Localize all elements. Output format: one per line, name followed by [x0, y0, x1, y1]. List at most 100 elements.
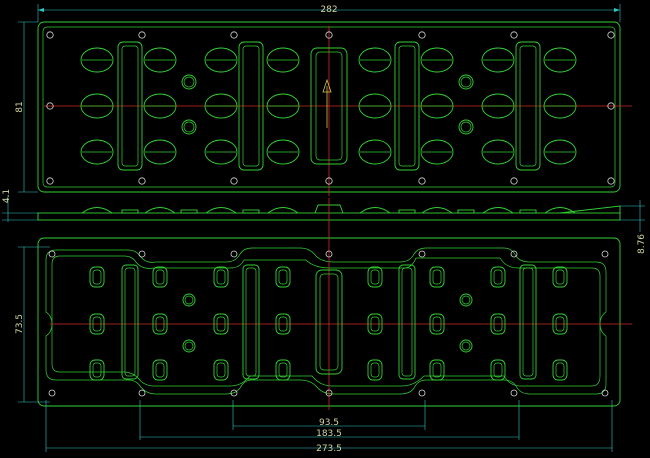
mounting-hole [418, 31, 426, 39]
lens-oval [143, 93, 177, 119]
center-slot [310, 47, 348, 165]
lens-pocket-inner [493, 316, 503, 332]
mounting-hole [46, 31, 54, 39]
center-slot [315, 269, 343, 375]
dim-bottom-inner-label: 93.5 [319, 418, 339, 428]
dim-bottom-width: 273.5 [45, 400, 613, 454]
dim-bottom-mid: 183.5 [139, 400, 520, 440]
slot-profile [180, 209, 198, 214]
slot-profile [121, 209, 139, 214]
lens-pocket-inner [370, 316, 380, 332]
lens-oval [80, 47, 114, 73]
lens-pocket [213, 266, 229, 288]
dim-bottom-width-label: 273.5 [316, 444, 342, 454]
lens-pocket-inner [155, 269, 165, 285]
lens-oval [543, 139, 577, 165]
lens-pocket [429, 359, 445, 381]
mounting-hole [510, 250, 518, 258]
mounting-hole [325, 177, 333, 185]
lens-pocket-inner [92, 316, 102, 332]
lens-pocket-inner [216, 316, 226, 332]
lens-pocket [367, 359, 383, 381]
dim-bottom-inner: 93.5 [232, 400, 426, 430]
dim-bottom-height: 73.5 [15, 246, 50, 403]
mounting-hole [230, 250, 238, 258]
lens-pocket-inner [432, 269, 442, 285]
lens-pocket [152, 266, 168, 288]
slot [398, 264, 416, 380]
lens-pocket-inner [555, 362, 565, 378]
lens-oval [80, 93, 114, 119]
lens-pocket [490, 359, 506, 381]
lens-profile [482, 207, 514, 214]
slot-inner [121, 45, 139, 167]
lens-profile [205, 207, 237, 214]
lens-pocket-inner [92, 269, 102, 285]
lens-pocket-inner [432, 362, 442, 378]
lens-oval [420, 139, 454, 165]
lens-pocket-inner [493, 362, 503, 378]
mounting-hole [230, 177, 238, 185]
mounting-hole [46, 102, 54, 110]
lens-oval [358, 139, 392, 165]
slot [515, 41, 541, 171]
lens-oval [543, 93, 577, 119]
mounting-hole [138, 177, 146, 185]
lens-profile [81, 207, 113, 214]
lens-oval [80, 139, 114, 165]
dim-bottom-mid-label: 183.5 [316, 429, 342, 439]
mounting-hole [46, 177, 54, 185]
lens-oval [420, 93, 454, 119]
dim-bottom-height-label: 73.5 [15, 314, 25, 334]
lens-pocket-inner [278, 269, 288, 285]
lens-pocket-inner [216, 362, 226, 378]
lens-pocket-inner [432, 316, 442, 332]
lens-pocket [275, 313, 291, 335]
lens-pocket [490, 313, 506, 335]
lens-pocket-inner [92, 362, 102, 378]
lens-oval [266, 93, 300, 119]
mounting-hole [138, 250, 146, 258]
lens-pocket [89, 359, 105, 381]
side-view: 4.1 8.76 [2, 189, 647, 254]
slot-profile [242, 209, 260, 214]
slot-profile [519, 209, 537, 214]
lens-pocket [367, 266, 383, 288]
mounting-hole [230, 31, 238, 39]
lens-pocket-inner [555, 269, 565, 285]
top-slots [117, 41, 541, 171]
lens-pocket [213, 313, 229, 335]
mounting-hole [325, 389, 333, 397]
lens-pocket [152, 313, 168, 335]
top-view: 282 81 [15, 4, 632, 196]
lens-pocket-inner [493, 269, 503, 285]
dim-side-left: 4.1 [2, 189, 38, 222]
lens-oval [266, 47, 300, 73]
center-slot-inner [319, 273, 339, 371]
mounting-hole [138, 31, 146, 39]
lens-pocket [367, 313, 383, 335]
lens-profile [144, 207, 176, 214]
slot-inner [401, 267, 413, 377]
slot-inner [124, 267, 136, 377]
top-boss [181, 74, 197, 90]
lens-pocket-inner [278, 362, 288, 378]
dim-side-left-label: 4.1 [2, 189, 12, 203]
mounting-hole [325, 31, 333, 39]
lens-oval [481, 47, 515, 73]
lens-profile [267, 207, 299, 214]
mounting-hole [418, 250, 426, 258]
lens-oval [420, 47, 454, 73]
lens-pocket-inner [155, 316, 165, 332]
dim-top-height-label: 81 [15, 101, 25, 112]
mounting-hole [138, 389, 146, 397]
bottom-lens-pockets [89, 266, 568, 381]
lens-pocket-inner [370, 362, 380, 378]
lens-pocket [275, 266, 291, 288]
lens-pocket [275, 359, 291, 381]
lens-oval [543, 47, 577, 73]
bottom-view: 73.5 93.5 183.5 273.5 [15, 230, 632, 454]
lens-pocket [213, 359, 229, 381]
direction-arrow [322, 78, 332, 128]
mounting-hole [607, 177, 615, 185]
